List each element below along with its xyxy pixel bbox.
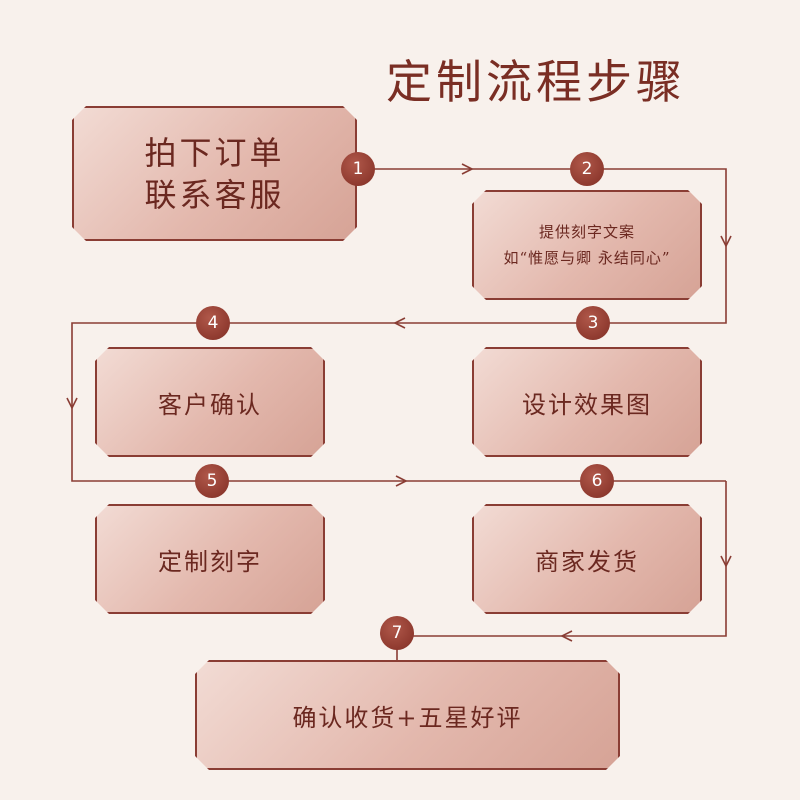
step-4-box: 客户确认	[95, 347, 325, 457]
step-1-number-badge: 1	[341, 152, 375, 186]
step-3-line-1: 设计效果图	[522, 390, 652, 419]
arrow-right-5	[395, 475, 408, 487]
step-6-box: 商家发货	[472, 504, 702, 614]
step-7-number-badge: 7	[380, 616, 414, 650]
step-2-line-2: 如“惟愿与卿 永结同心”	[503, 249, 671, 267]
step-7-box: 确认收货+五星好评	[195, 660, 620, 770]
connector-4-5	[71, 322, 726, 482]
step-5-box: 定制刻字	[95, 504, 325, 614]
step-2-box: 提供刻字文案 如“惟愿与卿 永结同心”	[472, 190, 702, 300]
step-4-line-1: 客户确认	[158, 390, 262, 419]
step-1-line-1: 拍下订单	[144, 133, 285, 172]
step-7-line-1: 确认收货+五星好评	[292, 703, 523, 732]
step-5-line-1: 定制刻字	[158, 547, 262, 576]
step-1-box: 拍下订单 联系客服	[72, 106, 357, 241]
page-title: 定制流程步骤	[386, 55, 686, 109]
step-6-line-1: 商家发货	[535, 547, 639, 576]
step-3-number-badge: 3	[576, 306, 610, 340]
arrow-down-4	[66, 397, 78, 410]
step-4-number-badge: 4	[196, 306, 230, 340]
step-3-box: 设计效果图	[472, 347, 702, 457]
arrow-down-6	[720, 555, 732, 568]
arrow-left-6	[560, 630, 573, 642]
step-1-line-2: 联系客服	[144, 175, 285, 214]
step-5-number-badge: 5	[195, 464, 229, 498]
arrow-left-3	[393, 317, 406, 329]
arrow-right-1	[461, 163, 474, 175]
step-2-line-1: 提供刻字文案	[538, 223, 635, 241]
step-6-number-badge: 6	[580, 464, 614, 498]
step-2-number-badge: 2	[570, 152, 604, 186]
arrow-down-2	[720, 235, 732, 248]
